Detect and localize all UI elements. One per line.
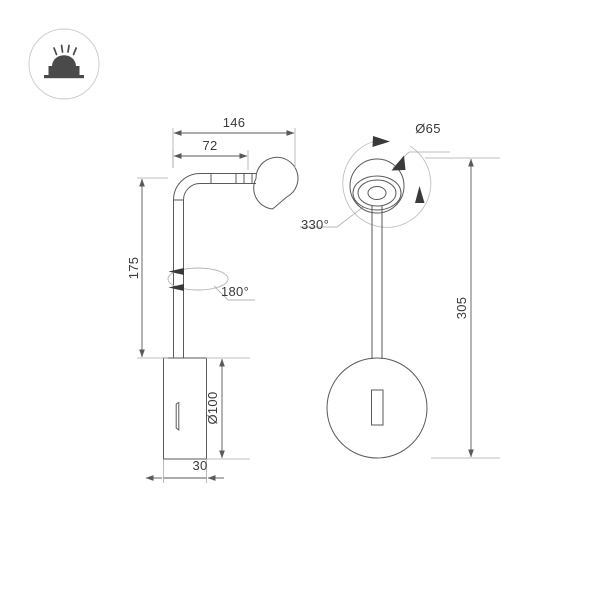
switch-nub-side (175, 401, 180, 432)
label-146: 146 (223, 115, 246, 130)
wall-lamp-icon (44, 44, 84, 79)
rotation-arrows-330 (372, 136, 425, 203)
label-30: 30 (192, 458, 207, 473)
label-diameter-65: Ø65 (415, 121, 440, 136)
front-view (326, 158, 428, 459)
label-175: 175 (126, 257, 141, 280)
rotation-arrows-180 (168, 268, 184, 291)
lamp-body (48, 66, 80, 76)
label-72: 72 (202, 138, 217, 153)
rotation-arc-330 (342, 140, 432, 228)
lamp-ray-mid-right (67, 44, 70, 53)
dimension-305: 305 (425, 157, 500, 459)
arm-elbow-inner (183, 183, 201, 201)
base-disc-front (326, 357, 428, 459)
label-305: 305 (454, 297, 469, 320)
leader-line-330 (300, 206, 364, 228)
rotation-arrow-330-top (372, 136, 390, 147)
rotation-indicator-head (342, 140, 432, 228)
label-diameter-100: Ø100 (205, 391, 220, 424)
dimension-diameter-100: Ø100 (205, 357, 250, 460)
lamp-ray-mid-left (60, 44, 64, 53)
arm-elbow-outer (173, 173, 201, 201)
rotation-ellipse-180 (167, 267, 229, 291)
dimension-30: 30 (145, 458, 224, 483)
leader-arrow-d65 (391, 155, 406, 171)
lamp-head-bezel-outer (352, 175, 402, 211)
leader-line-180 (213, 285, 255, 301)
label-330-degrees: 330° (301, 217, 329, 232)
dimension-72: 72 (172, 138, 249, 170)
icon-badge (28, 28, 100, 100)
side-view (163, 156, 299, 460)
lamp-ray-left (53, 47, 58, 56)
rotation-arrow-180-lower (168, 284, 184, 291)
lamp-head-aperture (367, 186, 387, 200)
dimension-diameter-65: Ø65 (391, 121, 450, 171)
lamp-head-side-profile (253, 156, 299, 210)
icon-badge-circle (28, 28, 100, 100)
rotation-arrow-330-right (415, 186, 425, 203)
switch-front (371, 389, 384, 426)
rotation-indicator-arm (167, 267, 229, 291)
lamp-head-outer-circle (349, 158, 405, 214)
dimension-175: 175 (126, 177, 168, 359)
lamp-ray-right (72, 47, 78, 56)
base-housing-side (163, 357, 207, 460)
rotation-arrow-180-upper (168, 268, 184, 275)
lamp-dome (52, 55, 76, 67)
lamp-head-bezel-mid (357, 179, 397, 207)
dimension-146: 146 (172, 115, 296, 168)
lamp-base-bar (44, 75, 84, 79)
label-180-degrees: 180° (221, 284, 249, 299)
